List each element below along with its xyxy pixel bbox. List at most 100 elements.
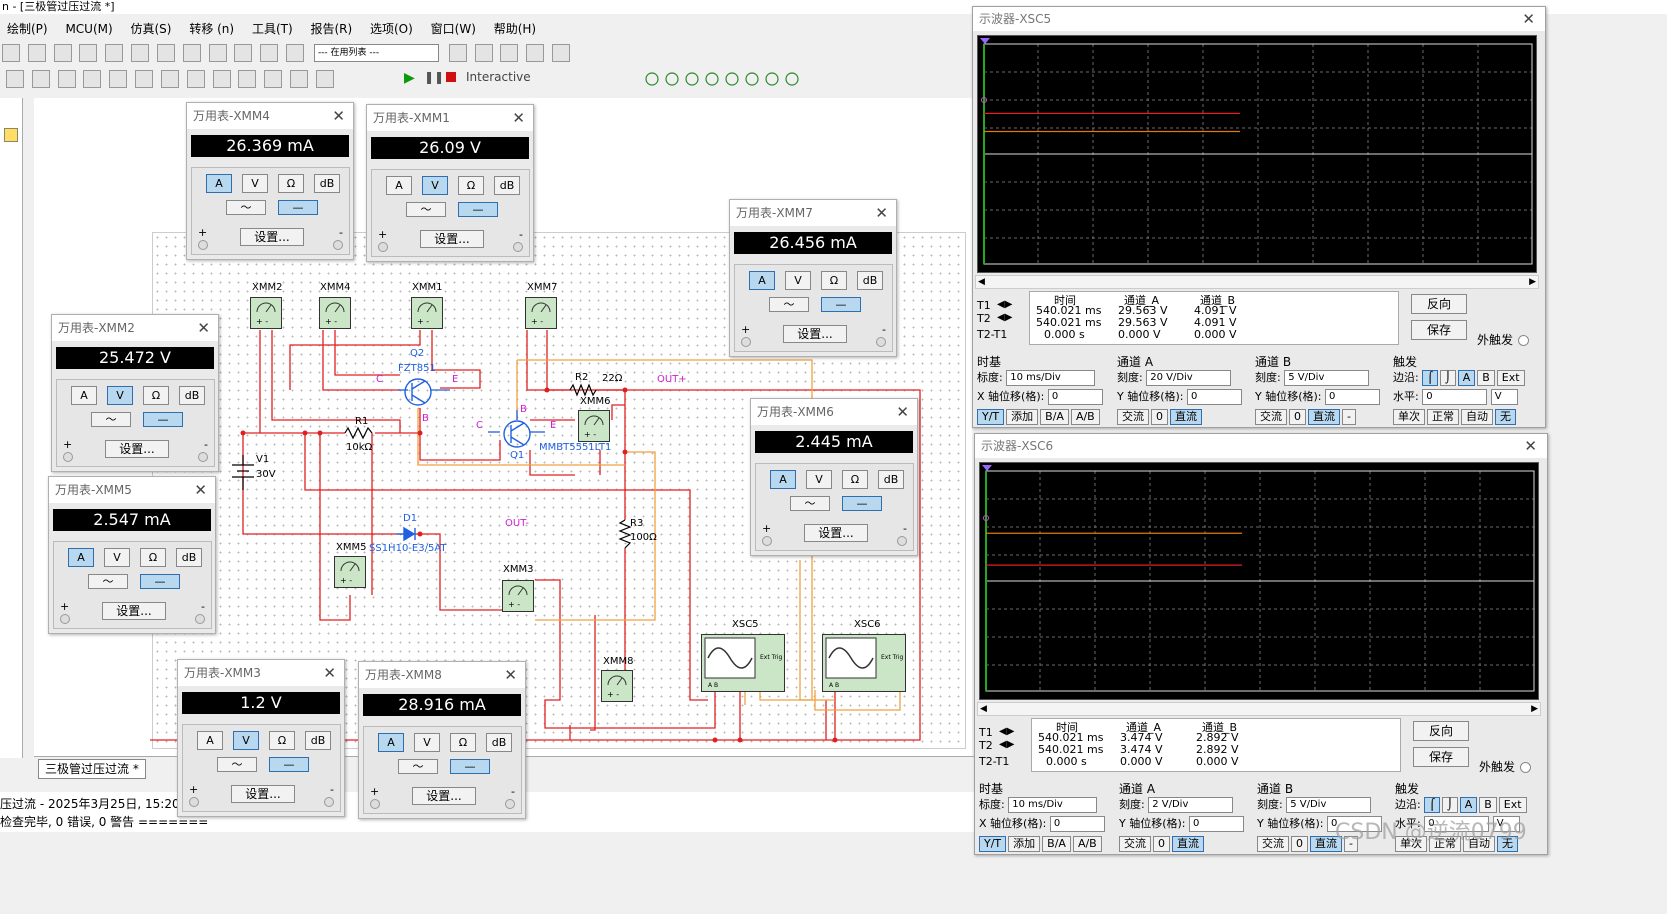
ohmmeter-button[interactable]: Ω <box>450 733 476 752</box>
channel-b-y-position-field[interactable]: 0 <box>1327 816 1383 832</box>
plus-terminal[interactable] <box>63 452 73 462</box>
print-preview-icon[interactable] <box>27 44 46 62</box>
voltmeter-button[interactable]: V <box>806 470 832 489</box>
minus-terminal[interactable] <box>513 242 523 252</box>
trigger-source-b-button[interactable]: B <box>1477 370 1495 386</box>
add-button[interactable]: 添加 <box>1006 409 1039 425</box>
x-position-field[interactable]: 0 <box>1047 389 1103 405</box>
back-annotate-icon[interactable] <box>474 44 493 62</box>
ammeter-button[interactable]: A <box>206 174 232 193</box>
channel-a-zero-button[interactable]: 0 <box>1153 836 1170 852</box>
pause-icon[interactable]: ❚❚ <box>424 70 445 84</box>
single-trigger-button[interactable]: 单次 <box>1395 836 1427 852</box>
save-button[interactable]: 保存 <box>1413 747 1469 767</box>
run-icon[interactable]: ▶ <box>404 70 415 86</box>
menu-draw[interactable]: 绘制(P) <box>7 22 48 36</box>
paste-icon[interactable] <box>105 44 124 62</box>
close-icon[interactable]: ✕ <box>512 109 525 127</box>
trigger-source-ext-button[interactable]: Ext <box>1498 797 1527 813</box>
ohmmeter-button[interactable]: Ω <box>842 470 868 489</box>
scroll-right-icon[interactable]: ▶ <box>1531 704 1538 714</box>
save-button[interactable]: 保存 <box>1411 320 1467 340</box>
reverse-button[interactable]: 反向 <box>1411 294 1467 314</box>
grapher-icon[interactable] <box>234 44 253 62</box>
minus-terminal[interactable] <box>505 799 515 809</box>
ac-button[interactable]: ～ <box>406 202 446 217</box>
scope-scrollbar[interactable]: ◀▶ <box>975 275 1539 289</box>
minus-terminal[interactable] <box>897 536 907 546</box>
channel-b-ac-button[interactable]: 交流 <box>1255 409 1287 425</box>
minus-terminal[interactable] <box>324 797 334 807</box>
interactive-label[interactable]: Interactive <box>466 70 531 84</box>
channel-b-zero-button[interactable]: 0 <box>1289 409 1306 425</box>
rising-edge-icon[interactable]: ⌠ <box>1424 797 1440 813</box>
channel-b-scale-field[interactable]: 5 V/Div <box>1284 370 1370 386</box>
voltmeter-button[interactable]: V <box>242 174 268 193</box>
single-trigger-button[interactable]: 单次 <box>1393 409 1425 425</box>
dc-button[interactable]: — <box>842 496 882 511</box>
minus-terminal[interactable] <box>198 452 208 462</box>
trigger-level-unit-select[interactable]: V <box>1492 816 1520 832</box>
settings-button[interactable]: 设置... <box>412 787 476 805</box>
db-button[interactable]: dB <box>486 733 512 752</box>
ext-trigger-terminal[interactable] <box>1520 762 1531 773</box>
minus-terminal[interactable] <box>876 337 886 347</box>
db-button[interactable]: dB <box>878 470 904 489</box>
channel-b-zero-button[interactable]: 0 <box>1291 836 1308 852</box>
no-trigger-button[interactable]: 无 <box>1497 836 1518 852</box>
ammeter-button[interactable]: A <box>749 271 775 290</box>
channel-a-dc-button[interactable]: 直流 <box>1172 836 1204 852</box>
settings-button[interactable]: 设置... <box>231 785 295 803</box>
channel-a-dc-button[interactable]: 直流 <box>1170 409 1202 425</box>
zoom-icon[interactable] <box>526 44 545 62</box>
dc-button[interactable]: — <box>143 412 183 427</box>
close-icon[interactable]: ✕ <box>875 204 888 222</box>
ac-button[interactable]: ～ <box>790 496 830 511</box>
scroll-left-icon[interactable]: ◀ <box>978 277 985 287</box>
menu-help[interactable]: 帮助(H) <box>493 22 537 36</box>
dc-button[interactable]: — <box>458 202 498 217</box>
redo-icon[interactable] <box>156 44 175 62</box>
t2-arrows-icon[interactable]: ◀▶ <box>999 739 1015 750</box>
left-pane[interactable] <box>0 98 23 758</box>
analog-component-icon[interactable] <box>109 70 128 88</box>
close-icon[interactable]: ✕ <box>896 403 909 421</box>
voltmeter-button[interactable]: V <box>107 386 133 405</box>
channel-a-ac-button[interactable]: 交流 <box>1119 836 1151 852</box>
close-icon[interactable]: ✕ <box>194 481 207 499</box>
t1-arrows-icon[interactable]: ◀▶ <box>997 299 1013 310</box>
trigger-level-field[interactable]: 0 <box>1424 816 1490 832</box>
ba-button[interactable]: B/A <box>1040 409 1069 425</box>
timebase-scale-field[interactable]: 10 ms/Div <box>1008 797 1098 813</box>
ohmmeter-button[interactable]: Ω <box>143 386 169 405</box>
scroll-left-icon[interactable]: ◀ <box>980 704 987 714</box>
scope-screen[interactable] <box>977 35 1537 273</box>
menu-reports[interactable]: 报告(R) <box>310 22 353 36</box>
print-icon[interactable] <box>2 44 20 62</box>
electromech-component-icon[interactable] <box>264 70 283 88</box>
help-icon[interactable] <box>552 44 571 62</box>
ba-button[interactable]: B/A <box>1042 836 1071 852</box>
db-button[interactable]: dB <box>314 174 340 193</box>
plus-terminal[interactable] <box>60 614 70 624</box>
plus-terminal[interactable] <box>741 337 751 347</box>
add-button[interactable]: 添加 <box>1008 836 1041 852</box>
channel-a-zero-button[interactable]: 0 <box>1151 409 1168 425</box>
ammeter-button[interactable]: A <box>197 731 223 750</box>
schematic-xmm3-symbol[interactable]: + - <box>502 580 534 612</box>
ac-button[interactable]: ～ <box>91 412 131 427</box>
settings-button[interactable]: 设置... <box>420 230 484 248</box>
postprocessor-icon[interactable] <box>286 44 305 62</box>
ohmmeter-button[interactable]: Ω <box>140 548 166 567</box>
voltmeter-button[interactable]: V <box>414 733 440 752</box>
db-button[interactable]: dB <box>305 731 331 750</box>
ohmmeter-button[interactable]: Ω <box>458 176 484 195</box>
t1-arrows-icon[interactable]: ◀▶ <box>999 726 1015 737</box>
channel-b-dc-button[interactable]: 直流 <box>1308 409 1340 425</box>
dc-button[interactable]: — <box>821 297 861 312</box>
ab-button[interactable]: A/B <box>1072 836 1102 852</box>
ac-button[interactable]: ～ <box>398 759 438 774</box>
stop-icon[interactable] <box>446 72 456 82</box>
x-position-field[interactable]: 0 <box>1049 816 1105 832</box>
